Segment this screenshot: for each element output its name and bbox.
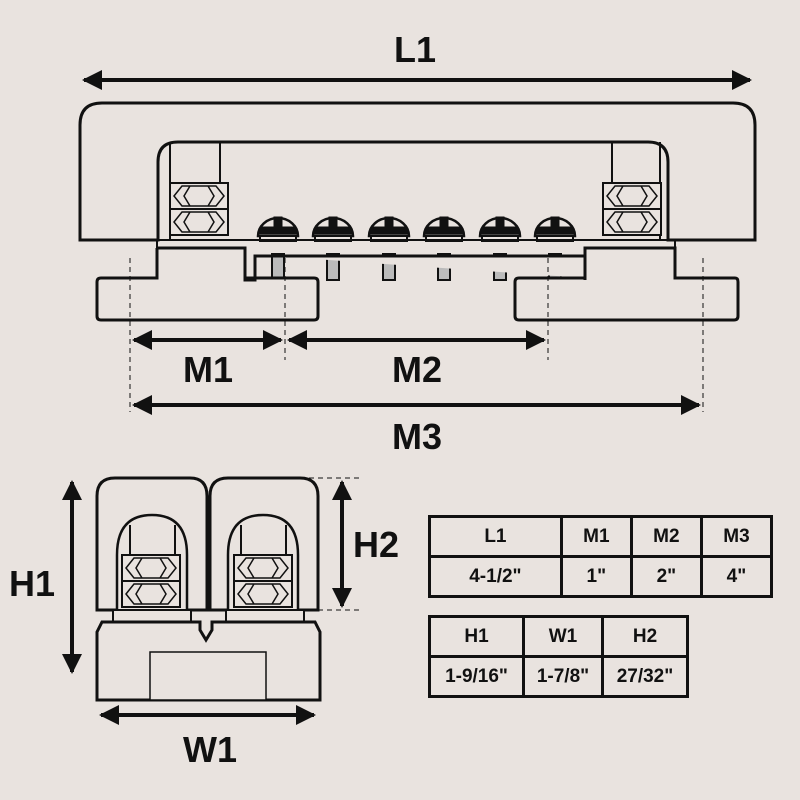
dimensions-table-1: L1 M1 M2 M3 4-1/2" 1" 2" 4"	[428, 515, 774, 598]
table-row-values: 1-9/16" 1-7/8" 27/32"	[427, 655, 690, 698]
value-cell: 4-1/2"	[428, 555, 563, 598]
header-cell: H2	[600, 615, 690, 658]
h1-label: H1	[8, 563, 56, 604]
header-cell: L1	[428, 515, 563, 558]
header-cell: W1	[522, 615, 604, 658]
value-cell: 1-9/16"	[427, 655, 526, 698]
table-row-headers: H1 W1 H2	[427, 615, 690, 658]
dimensions-table-2: H1 W1 H2 1-9/16" 1-7/8" 27/32"	[427, 615, 690, 698]
header-cell: M3	[699, 515, 774, 558]
l1-label: L1	[393, 29, 437, 70]
m2-label: M2	[391, 349, 443, 390]
value-cell: 1"	[559, 555, 633, 598]
w1-label: W1	[183, 729, 237, 770]
table-row-headers: L1 M1 M2 M3	[428, 515, 774, 558]
table-row-values: 4-1/2" 1" 2" 4"	[428, 555, 774, 598]
m1-label: M1	[182, 349, 234, 390]
value-cell: 1-7/8"	[522, 655, 604, 698]
value-cell: 4"	[699, 555, 774, 598]
value-cell: 27/32"	[600, 655, 690, 698]
h2-label: H2	[352, 524, 400, 565]
top-view	[78, 101, 757, 322]
m3-label: M3	[391, 416, 443, 457]
header-cell: M2	[629, 515, 703, 558]
header-cell: H1	[427, 615, 526, 658]
dimension-lines	[62, 70, 752, 725]
header-cell: M1	[559, 515, 633, 558]
side-view	[95, 476, 322, 702]
base	[95, 246, 740, 322]
value-cell: 2"	[629, 555, 703, 598]
